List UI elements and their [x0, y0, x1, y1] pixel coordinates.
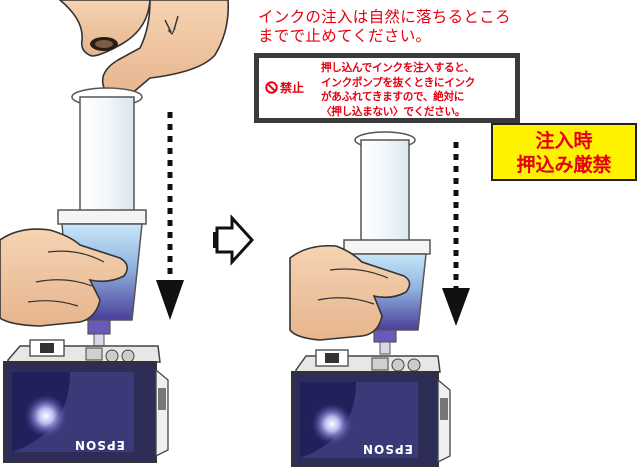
next-step-arrow: [213, 214, 255, 266]
down-arrow-right: [442, 142, 470, 326]
down-arrow-left: [156, 112, 184, 320]
no-pushing-badge: 注入時 押込み厳禁: [491, 123, 637, 181]
holding-hand-left: [0, 228, 128, 327]
cartridge-brand-right: EPSON: [362, 442, 413, 456]
caption-line-1: インクの注入は自然に落ちるところ: [258, 8, 511, 26]
cartridge-left: [3, 339, 169, 463]
badge-line-2: 押込み厳禁: [516, 154, 612, 176]
warning-line: 押し込んでインクを注入すると、: [321, 62, 475, 74]
pressing-hand: [58, 0, 230, 98]
warning-line: 〈押し込まない〉でください。: [321, 105, 466, 118]
cartridge-right: [291, 349, 451, 467]
holding-hand-right: [289, 244, 411, 341]
prohibition-label-text: 禁止: [280, 81, 305, 95]
caption-line-2: までで止めてください。: [258, 27, 432, 45]
badge-line-1: 注入時: [535, 130, 593, 152]
prohibition-label: 禁止: [265, 79, 304, 96]
warning-line: インクポンプを抜くときにインク: [321, 76, 476, 89]
warning-text: 押し込んでインクを注入すると、 インクポンプを抜くときにインク があふれてきます…: [321, 61, 517, 119]
prohibition-icon: [265, 81, 278, 94]
instruction-caption: インクの注入は自然に落ちるところ までで止めてください。: [258, 8, 558, 46]
warning-line: があふれてきますので、絶対に: [321, 91, 465, 103]
cartridge-brand-left: EPSON: [74, 438, 125, 452]
prohibition-warning-box: 禁止 押し込んでインクを注入すると、 インクポンプを抜くときにインク があふれて…: [254, 53, 520, 123]
